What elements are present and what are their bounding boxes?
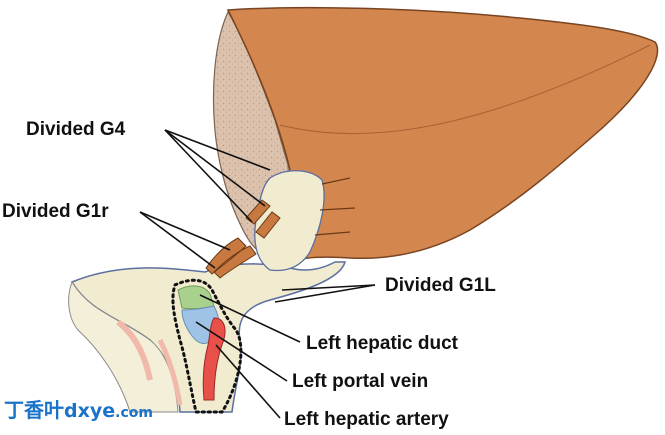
watermark-site: dxye (64, 400, 116, 422)
label-left-hepatic-duct: Left hepatic duct (306, 333, 459, 354)
hilar-dotted-outline (171, 278, 243, 414)
left-hepatic-artery (202, 317, 226, 401)
pink-vessel-1 (116, 319, 153, 381)
pink-vessel-2 (157, 338, 183, 406)
watermark-chinese: 丁香叶 (4, 398, 64, 422)
divided-branches-g1r (205, 237, 257, 279)
cut-lines-right (314, 177, 356, 236)
label-divided-g4: Divided G4 (26, 119, 126, 140)
label-left-portal-vein: Left portal vein (292, 371, 429, 392)
watermark: 丁香叶dxye.com (4, 400, 153, 421)
label-divided-g1l: Divided G1L (385, 275, 496, 296)
label-divided-g1r: Divided G1r (2, 201, 109, 222)
watermark-tld: .com (115, 405, 153, 421)
lobe-fissure (279, 44, 651, 135)
label-left-hepatic-artery: Left hepatic artery (284, 409, 449, 430)
leader-lines (139, 129, 376, 419)
